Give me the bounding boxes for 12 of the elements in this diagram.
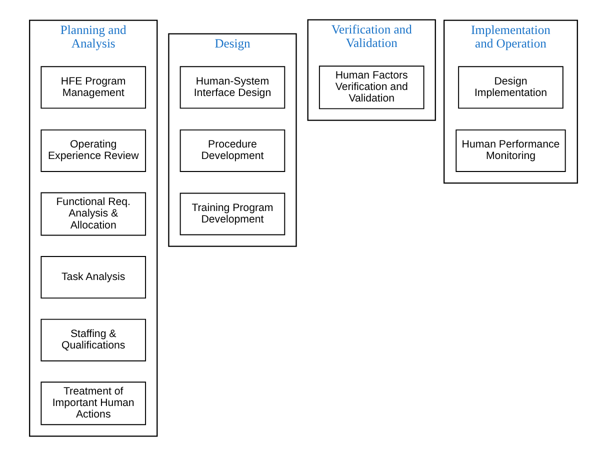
node-box: Training Program Development <box>179 192 285 236</box>
node-box: Treatment of Important Human Actions <box>40 382 146 426</box>
node-box: Human-System Interface Design <box>179 66 285 109</box>
node-box: Procedure Development <box>179 129 285 172</box>
node-box: Task Analysis <box>40 256 146 299</box>
node-box: Human Performance Monitoring <box>455 129 566 172</box>
node-box: Functional Req. Analysis & Allocation <box>40 192 146 236</box>
node-box: Staffing & Qualifications <box>40 318 146 362</box>
node-box: Human Factors Verification and Validation <box>318 66 424 110</box>
node-box: Design Implementation <box>458 66 563 109</box>
node-box: HFE Program Management <box>40 66 146 109</box>
node-box: Operating Experience Review <box>40 129 146 172</box>
